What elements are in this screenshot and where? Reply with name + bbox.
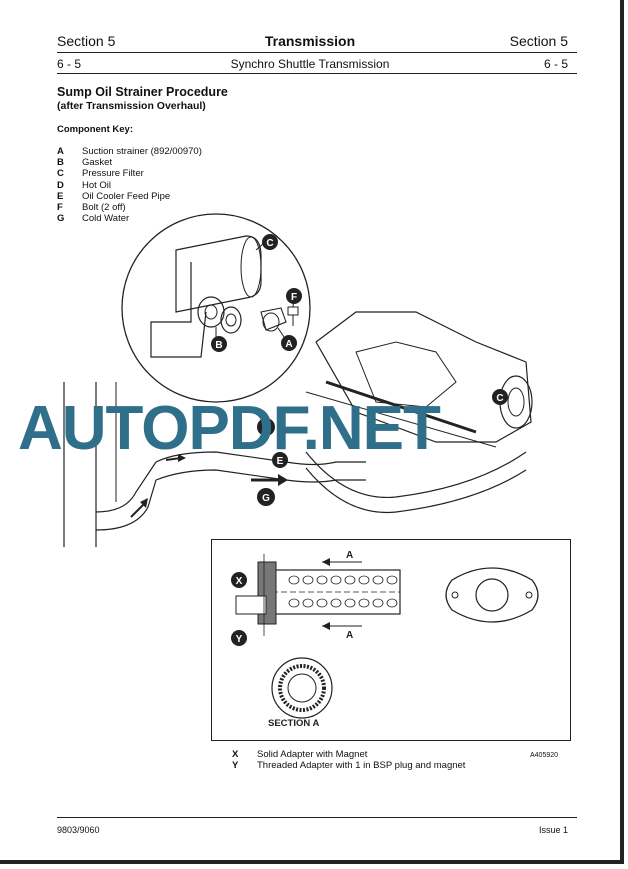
transmission-illustration: C B A F C D E G xyxy=(63,213,533,547)
page-number-left: 6 - 5 xyxy=(57,57,82,71)
svg-text:F: F xyxy=(291,292,297,303)
strainer-detail-box: A A X Y SECTION A xyxy=(211,539,571,741)
svg-text:E: E xyxy=(277,456,284,467)
header-subtitle: Synchro Shuttle Transmission xyxy=(230,57,390,71)
component-key-heading: Component Key: xyxy=(57,124,133,135)
procedure-subtitle: (after Transmission Overhaul) xyxy=(57,100,206,112)
figure-reference-code: A405920 xyxy=(530,752,559,759)
section-marker-bottom: A xyxy=(346,630,353,641)
callout-x: X xyxy=(236,576,243,587)
section-marker-top: A xyxy=(346,550,353,561)
footer-document-number: 9803/9060 xyxy=(57,825,100,835)
svg-text:B: B xyxy=(215,340,222,351)
procedure-title: Sump Oil Strainer Procedure xyxy=(57,85,228,99)
svg-text:C: C xyxy=(496,393,503,404)
svg-text:A: A xyxy=(285,339,292,350)
svg-text:G: G xyxy=(262,493,270,504)
footer-rule xyxy=(57,817,577,818)
svg-text:C: C xyxy=(266,238,273,249)
strainer-section-diagram: A A X Y SECTION A xyxy=(231,550,539,729)
subheader-rule xyxy=(57,73,577,74)
section-a-label: SECTION A xyxy=(268,718,320,729)
header-section-right: Section 5 xyxy=(509,33,568,49)
svg-text:D: D xyxy=(262,423,269,434)
footer-issue: Issue 1 xyxy=(538,825,568,835)
callout-y: Y xyxy=(236,634,243,645)
header-title: Transmission xyxy=(264,33,356,49)
header-section-left: Section 5 xyxy=(57,33,116,49)
header-rule xyxy=(57,52,577,53)
watermark-text: AUTOPDF.NET xyxy=(18,394,441,463)
page-number-right: 6 - 5 xyxy=(543,57,568,71)
